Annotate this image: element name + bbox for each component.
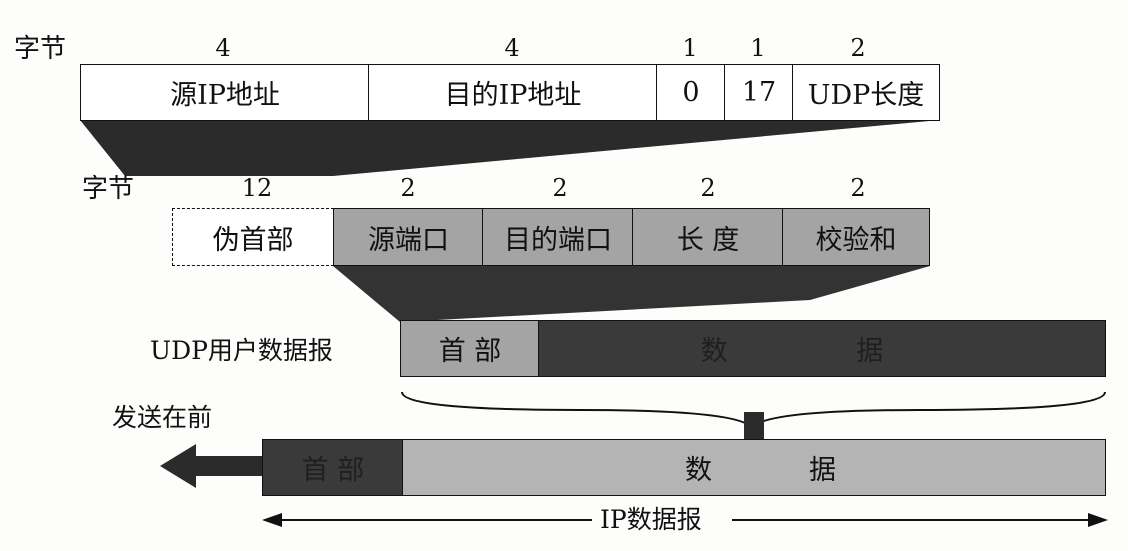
send-first-label: 发送在前 [112, 403, 213, 432]
send-direction-arrow-icon [160, 444, 265, 488]
field-checksum: 校验和 [782, 208, 930, 266]
row1-size-zero: 1 [682, 34, 698, 62]
row2-size-length: 2 [700, 174, 716, 202]
row1-size-protocol: 1 [750, 34, 766, 62]
udp-datagram-label: UDP用户数据报 [150, 336, 333, 365]
row1-to-row2-shadow [80, 120, 940, 176]
field-protocol-17: 17 [724, 64, 794, 121]
ip-data-block: 数 据 [402, 439, 1106, 496]
udp-header-block: 首 部 [400, 320, 540, 377]
field-udp-length: UDP长度 [792, 64, 940, 121]
field-source-port: 源端口 [333, 208, 484, 266]
row1-size-udp-length: 2 [850, 34, 866, 62]
row1-size-src-ip: 4 [215, 34, 231, 62]
field-destination-port: 目的端口 [482, 208, 634, 266]
pseudo-header-box: 伪首部 [172, 208, 334, 266]
ip-data-text-2: 据 [809, 455, 836, 486]
row2-to-row3-shadow [333, 266, 930, 322]
field-zero: 0 [656, 64, 726, 121]
row1-size-dst-ip: 4 [504, 34, 520, 62]
field-destination-ip: 目的IP地址 [368, 64, 658, 121]
field-source-ip: 源IP地址 [80, 64, 370, 121]
ip-header-block: 首 部 [262, 439, 404, 496]
ip-data-text-1: 数 [685, 455, 712, 486]
row2-size-src-port: 2 [400, 174, 416, 202]
row2-bytes-label: 字节 [82, 174, 135, 204]
ip-datagram-span-arrow [262, 513, 1108, 527]
row2-size-pseudo: 12 [241, 174, 273, 202]
row2-size-dst-port: 2 [552, 174, 568, 202]
row1-bytes-label: 字节 [14, 34, 67, 64]
row2-size-checksum: 2 [850, 174, 866, 202]
ip-datagram-label: IP数据报 [600, 505, 702, 534]
field-length: 长 度 [632, 208, 784, 266]
udp-data-block: 数 据 [538, 320, 1106, 377]
